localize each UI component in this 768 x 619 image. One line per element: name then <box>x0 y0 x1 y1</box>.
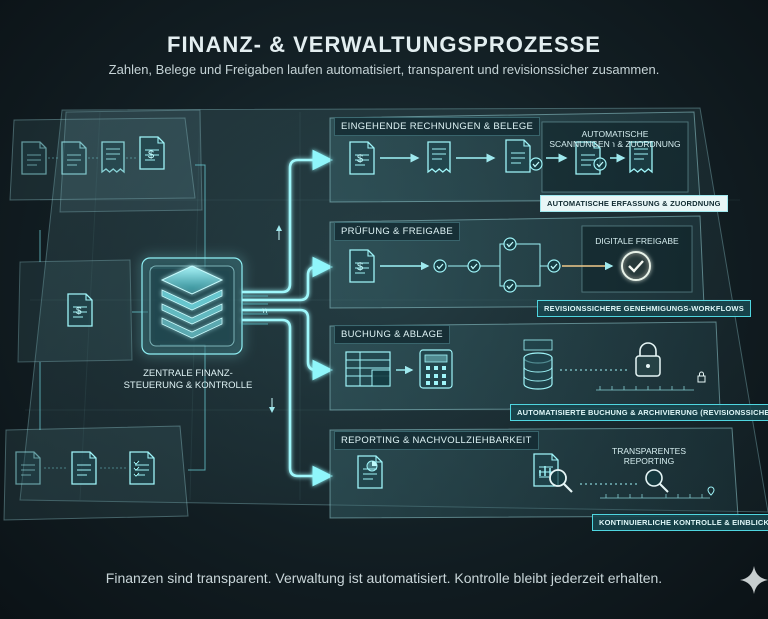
svg-text:$: $ <box>357 261 363 273</box>
check-icon <box>503 237 517 251</box>
check-icon <box>467 259 481 273</box>
connector-label: ℩℩ <box>262 306 268 315</box>
hub-label: ZENTRALE FINANZ- STEUERUNG & KONTROLLE <box>118 368 258 392</box>
lane-note-line: AUTOMATISCHE <box>581 129 649 139</box>
check-icon <box>503 279 517 293</box>
calculator-icon <box>419 349 453 389</box>
dollar-sign: $ <box>76 306 82 317</box>
page-subtitle: Zahlen, Belege und Freigaben laufen auto… <box>108 62 660 77</box>
magnifier-icon <box>645 469 669 493</box>
approval-check-icon <box>621 251 651 281</box>
document-icon <box>61 141 87 175</box>
database-icon <box>523 339 553 390</box>
footer-tagline: Finanzen sind transparent. Verwaltung is… <box>105 570 663 586</box>
flow-trunks <box>242 149 334 487</box>
lock-icon <box>635 342 661 377</box>
hub-label-line: ZENTRALE FINANZ- <box>143 368 233 379</box>
check-icon <box>529 157 543 171</box>
central-hub <box>141 257 243 355</box>
small-lock-icon <box>697 371 706 383</box>
lane-title-incoming: EINGEHENDE RECHNUNGEN & BELEGE <box>334 117 541 136</box>
document-icon <box>21 141 47 175</box>
timeline-ticks <box>596 386 694 391</box>
check-icon <box>433 259 447 273</box>
lane-note-line: REPORTING <box>623 456 675 466</box>
lane-title-reporting: REPORTING & NACHVOLLZIEHBARKEIT <box>334 431 539 450</box>
location-pin-icon <box>707 486 715 496</box>
check-icon <box>593 157 607 171</box>
checklist-icon <box>129 451 155 485</box>
report-search-icon <box>533 453 573 493</box>
svg-text:$: $ <box>357 153 363 165</box>
invoice-stack-icon <box>505 139 531 173</box>
lane-badge-control: KONTINUIERLICHE KONTROLLE & EINBLICKE <box>592 514 768 531</box>
lane-badge-archive: AUTOMATISIERTE BUCHUNG & ARCHIVIERUNG (R… <box>510 404 768 421</box>
lane-badge-workflows: REVISIONSSICHERE GENEHMIGUNGS-WORKFLOWS <box>537 300 751 317</box>
page-title: FINANZ- & VERWALTUNGSPROZESSE <box>167 32 601 57</box>
check-icon <box>547 259 561 273</box>
lane-note-line: SCANNUNGEN ℩ & ZUORDNUNG <box>549 139 681 149</box>
dollar-sign: $ <box>148 149 154 161</box>
sparkle-icon <box>740 566 768 594</box>
lane-note-scan: AUTOMATISCHE SCANNUNGEN ℩ & ZUORDNUNG <box>542 129 688 149</box>
lane-title-review: PRÜFUNG & FREIGABE <box>334 222 461 241</box>
lane-title-booking: BUCHUNG & ABLAGE <box>334 325 450 344</box>
report-chart-icon <box>357 455 383 489</box>
lane-note-reporting: TRANSPARENTES REPORTING <box>594 446 704 466</box>
lane-badge-capture: AUTOMATISCHE ERFASSUNG & ZUORDNUNG <box>540 195 728 212</box>
lane-note-line: TRANSPARENTES <box>612 446 686 456</box>
document-icon <box>15 451 41 485</box>
hub-label-line: STEUERUNG & KONTROLLE <box>123 380 253 391</box>
receipt-icon <box>427 141 451 173</box>
timeline-ticks <box>600 494 710 499</box>
lane-note-approval: DIGITALE FREIGABE <box>595 236 679 246</box>
signed-document-icon <box>71 451 97 485</box>
receipt-icon <box>101 141 125 173</box>
spreadsheet-icon <box>345 351 391 387</box>
